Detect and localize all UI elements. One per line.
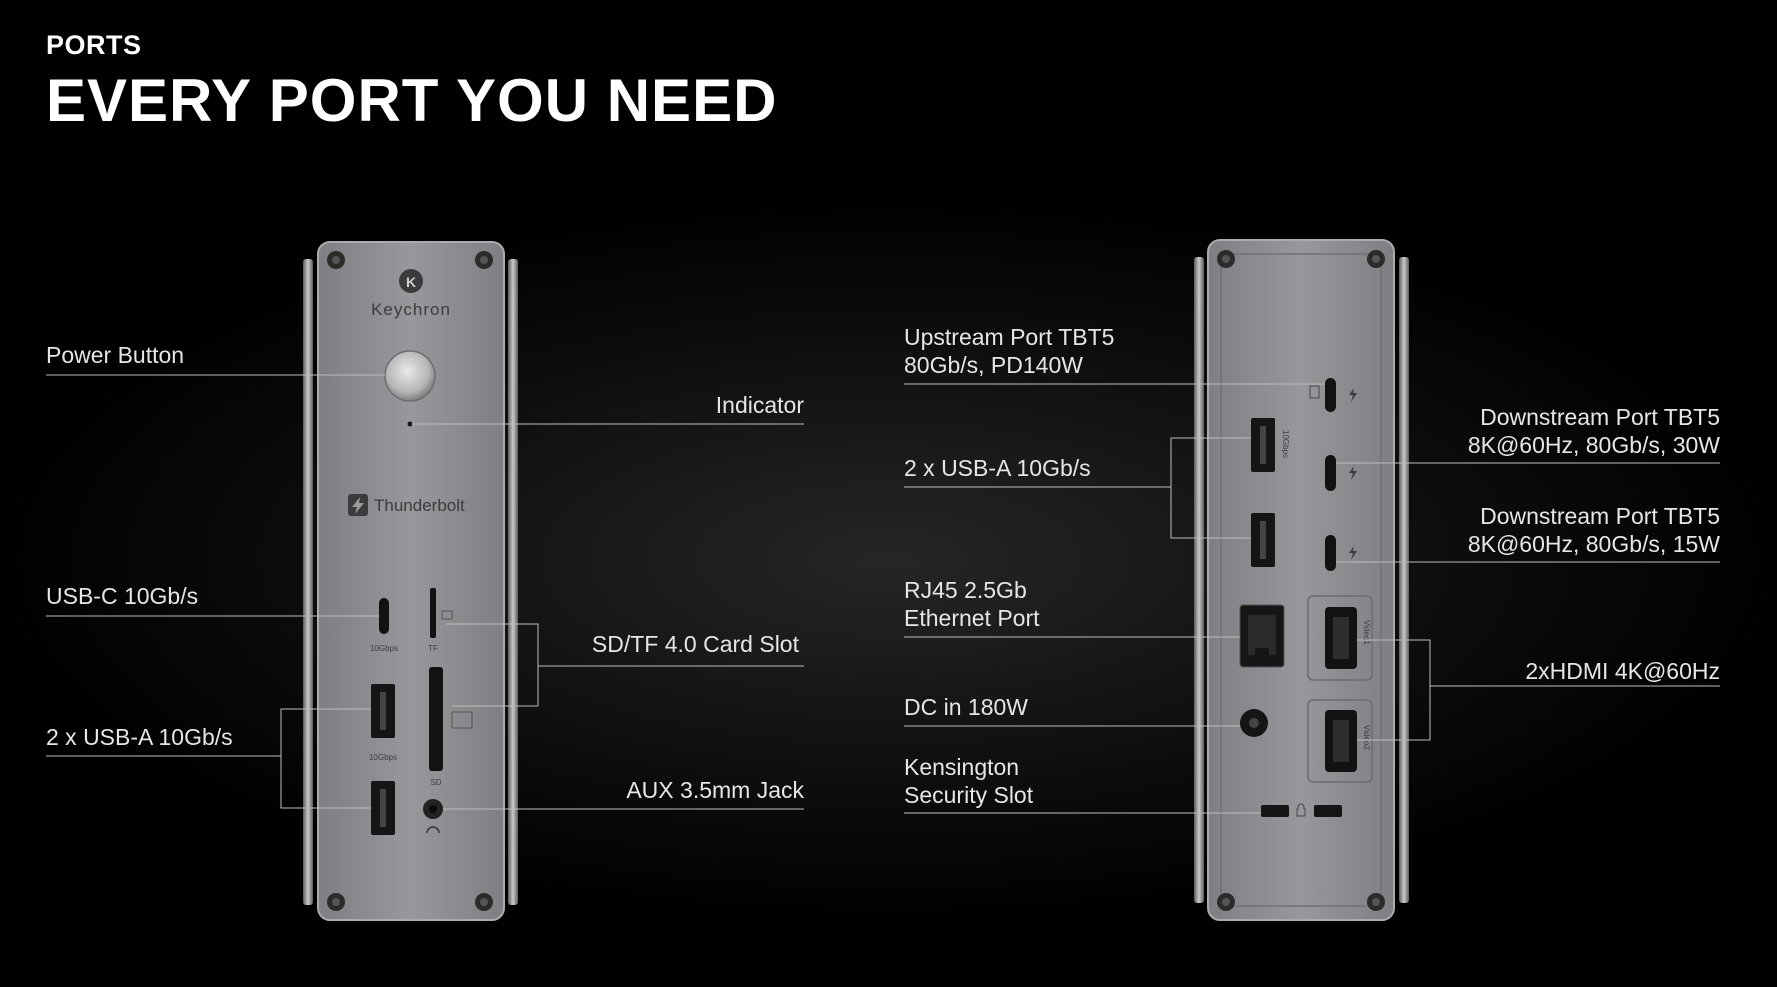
- callout-card-slot: SD/TF 4.0 Card Slot: [591, 631, 799, 657]
- callout-indicator: Indicator: [715, 392, 804, 418]
- hdmi-port-icon: [1325, 710, 1357, 772]
- tf-mark: TF: [428, 644, 438, 653]
- callout-rj45: RJ45 2.5Gb Ethernet Port: [904, 576, 1040, 632]
- callout-upstream-spec: 80Gb/s, PD140W: [904, 352, 1083, 378]
- usb-a-port-icon: [371, 684, 395, 738]
- indicator-led: [407, 421, 413, 427]
- usb-c-speed-mark: 10Gbps: [370, 644, 398, 653]
- callout-aux: AUX 3.5mm Jack: [626, 777, 804, 803]
- video1-mark: Video1: [1362, 620, 1371, 645]
- video2-mark: Video2: [1362, 725, 1371, 750]
- screw-icon: [1367, 893, 1385, 911]
- screw-icon: [327, 251, 345, 269]
- front-panel-device: K Keychron Thunderbolt 10Gbps TF SD 10Gb…: [303, 241, 518, 921]
- lightning-bolt-icon: [1349, 546, 1357, 560]
- screw-icon: [1217, 893, 1235, 911]
- callout-power-button: Power Button: [46, 342, 185, 368]
- callout-downstream-1-spec: 8K@60Hz, 80Gb/s, 30W: [1467, 432, 1720, 458]
- usb-a-port-icon: [371, 781, 395, 835]
- rear-leader-lines: [904, 383, 1720, 814]
- usb-a-port-icon: [1251, 513, 1275, 567]
- callout-dc-in: DC in 180W: [904, 694, 1028, 720]
- callout-downstream-2-spec: 8K@60Hz, 80Gb/s, 15W: [1467, 531, 1720, 557]
- section-eyebrow: PORTS: [46, 30, 142, 60]
- thunderbolt-port-icon: [1325, 535, 1336, 571]
- brand-wordmark: Keychron: [371, 300, 451, 319]
- tf-slot-icon: [430, 588, 436, 638]
- ethernet-port-icon: [1239, 604, 1285, 668]
- laptop-icon: [1309, 385, 1320, 399]
- callout-downstream-2-title: Downstream Port TBT5: [1480, 503, 1720, 529]
- usb-a-speed-mark: 10Gbps: [1281, 430, 1290, 458]
- screw-icon: [475, 893, 493, 911]
- callout-hdmi: 2xHDMI 4K@60Hz: [1525, 658, 1720, 684]
- screw-icon: [327, 893, 345, 911]
- callout-usb-a-front: 2 x USB-A 10Gb/s: [46, 724, 233, 750]
- callout-kensington-spec: Security Slot: [904, 782, 1034, 808]
- callout-usb-a-rear: 2 x USB-A 10Gb/s: [904, 455, 1091, 481]
- page-title: EVERY PORT YOU NEED: [46, 67, 778, 134]
- usb-a-port-icon: [1251, 418, 1275, 472]
- callout-rj45-title: RJ45 2.5Gb: [904, 577, 1027, 603]
- thunderbolt-port-icon: [1325, 378, 1336, 412]
- thunderbolt-port-icon: [1325, 455, 1336, 491]
- dc-power-port-icon: [1240, 709, 1268, 737]
- lock-icon: [1296, 803, 1306, 817]
- callout-downstream-1: Downstream Port TBT5 8K@60Hz, 80Gb/s, 30…: [1468, 403, 1720, 459]
- screw-icon: [475, 251, 493, 269]
- callout-downstream-2: Downstream Port TBT5 8K@60Hz, 80Gb/s, 15…: [1468, 502, 1720, 558]
- front-leader-lines: [46, 374, 804, 810]
- callout-upstream-title: Upstream Port TBT5: [904, 324, 1115, 350]
- sd-slot-icon: [429, 667, 443, 771]
- power-button-icon: [384, 350, 436, 402]
- svg-text:K: K: [406, 274, 416, 290]
- screw-icon: [1367, 250, 1385, 268]
- callout-kensington: Kensington Security Slot: [904, 753, 1033, 809]
- kensington-slot-icon: [1314, 805, 1342, 817]
- callout-kensington-title: Kensington: [904, 754, 1020, 780]
- usb-c-port-icon: [379, 598, 389, 634]
- sd-mark: SD: [430, 778, 441, 787]
- screw-icon: [1217, 250, 1235, 268]
- thunderbolt-wordmark: Thunderbolt: [374, 496, 465, 515]
- callout-upstream: Upstream Port TBT5 80Gb/s, PD140W: [904, 323, 1114, 379]
- keychron-logo-icon: K: [399, 269, 423, 293]
- headphone-jack-icon: [423, 799, 443, 834]
- lightning-bolt-icon: [1349, 388, 1357, 402]
- kensington-slot-icon: [1261, 805, 1289, 817]
- lightning-bolt-icon: [1349, 466, 1357, 480]
- callout-downstream-1-title: Downstream Port TBT5: [1480, 404, 1720, 430]
- rear-panel-device: 10Gbps Video1 Video2: [1194, 239, 1409, 921]
- hdmi-port-icon: [1325, 607, 1357, 669]
- usb-a-speed-mark: 10Gbps: [369, 753, 397, 762]
- thunderbolt-icon: [348, 494, 368, 516]
- callout-rj45-spec: Ethernet Port: [904, 605, 1040, 631]
- callout-usb-c: USB-C 10Gb/s: [46, 583, 199, 609]
